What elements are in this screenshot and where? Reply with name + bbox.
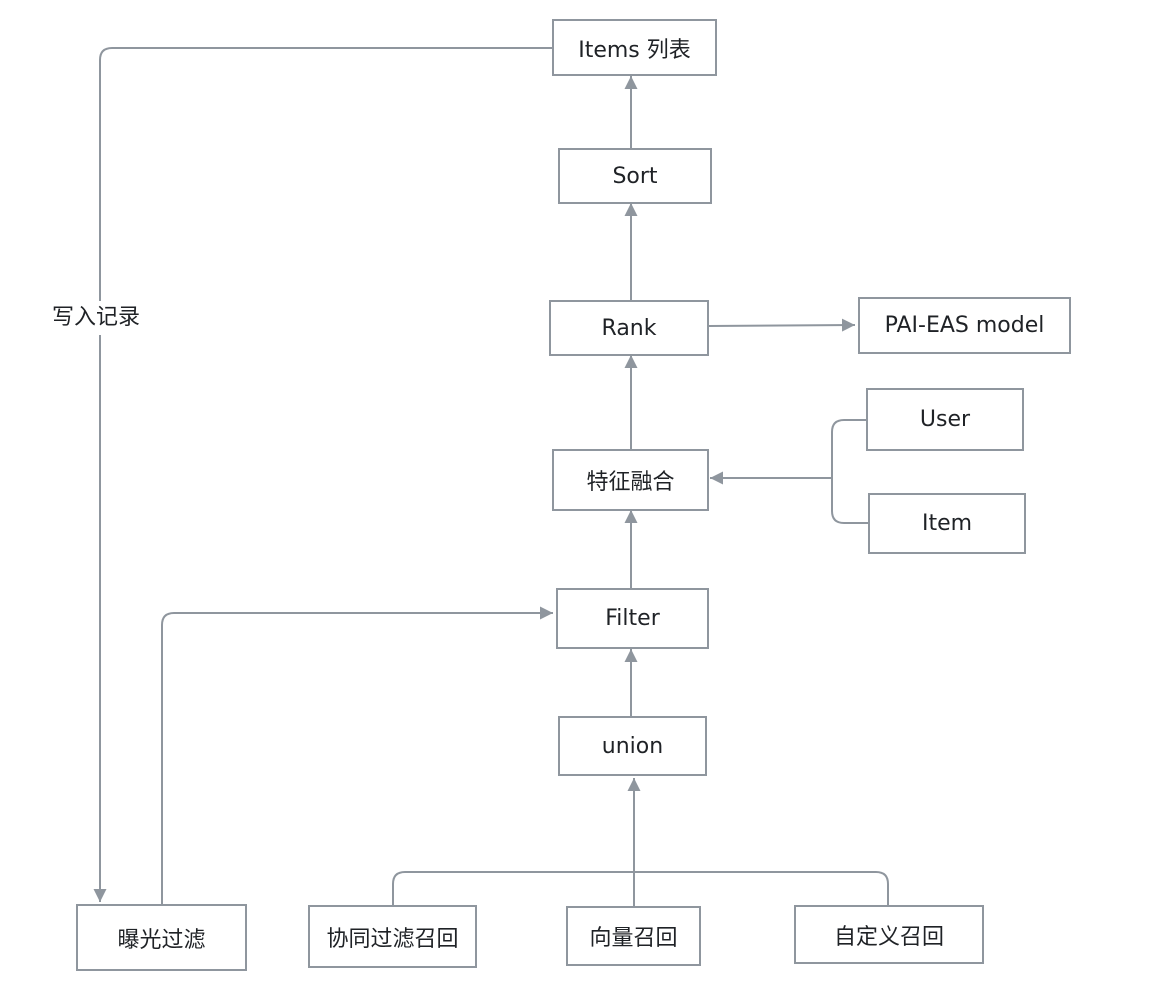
edge-user-bracket	[831, 419, 868, 524]
feature-fusion-node[interactable]: 特征融合	[552, 449, 709, 511]
collaborative-filtering-recall-node[interactable]: 协同过滤召回	[308, 905, 477, 968]
items-list-node[interactable]: Items 列表	[552, 19, 717, 76]
edge-items-to-exposure-filter	[93, 47, 552, 902]
item-node[interactable]: Item	[868, 493, 1026, 554]
rank-node[interactable]: Rank	[549, 300, 709, 356]
edge-recall-bracket	[392, 871, 889, 905]
edge-exposure-filter-to-filter	[161, 606, 553, 904]
union-node[interactable]: union	[558, 716, 707, 776]
exposure-filter-node[interactable]: 曝光过滤	[76, 904, 247, 971]
user-node[interactable]: User	[866, 388, 1024, 451]
vector-recall-node[interactable]: 向量召回	[566, 906, 701, 966]
custom-recall-node[interactable]: 自定义召回	[794, 905, 984, 964]
edge-rank-to-pai-eas	[708, 318, 856, 332]
filter-node[interactable]: Filter	[556, 588, 709, 649]
pai-eas-model-node[interactable]: PAI-EAS model	[858, 297, 1071, 354]
sort-node[interactable]: Sort	[558, 148, 712, 204]
write-record-label: 写入记录	[52, 301, 141, 335]
